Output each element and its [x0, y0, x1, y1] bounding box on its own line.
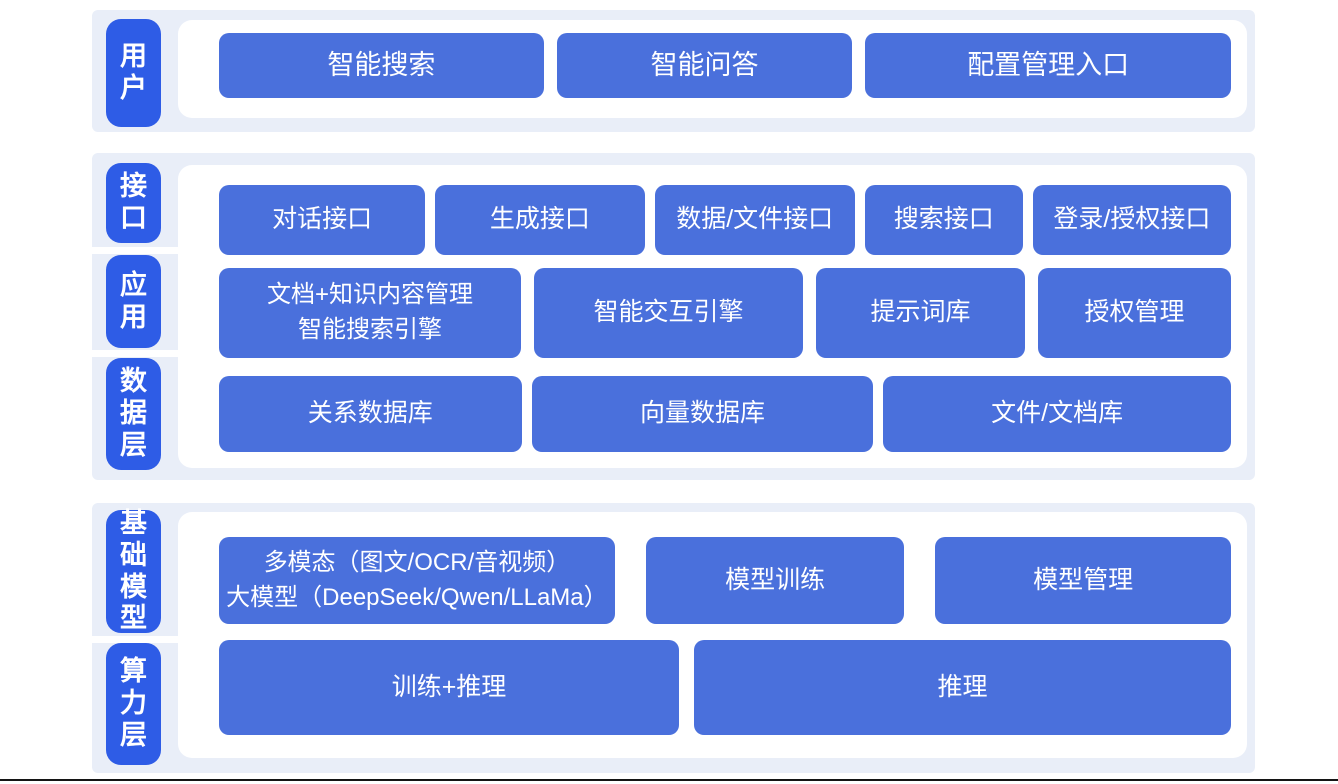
box-config-management-entry-text: 配置管理入口	[967, 50, 1130, 81]
box-generation-api-text: 生成接口	[489, 205, 590, 234]
label-application-text: 应用	[120, 269, 147, 332]
box-authorization-management-text: 授权管理	[1084, 298, 1185, 327]
box-prompt-library: 提示词库	[816, 268, 1025, 358]
row-applications: 文档+知识内容管理 智能搜索引擎 智能交互引擎 提示词库 授权管理	[219, 268, 1231, 358]
label-interface: 接口	[106, 163, 161, 243]
box-training-inference-text: 训练+推理	[391, 672, 507, 701]
box-authorization-management: 授权管理	[1038, 268, 1231, 358]
box-data-file-api: 数据/文件接口	[654, 185, 855, 255]
box-vector-database: 向量数据库	[531, 376, 874, 452]
label-compute-layer: 算力层	[106, 643, 161, 765]
panel-interface-application-data: 对话接口 生成接口 数据/文件接口 搜索接口 登录/授权接口 文档+知识内容管理…	[178, 165, 1247, 468]
panel-user-layer: 智能搜索 智能问答 配置管理入口	[178, 20, 1247, 118]
row-divider	[92, 636, 178, 643]
box-login-auth-api-text: 登录/授权接口	[1053, 205, 1211, 234]
box-file-document-store: 文件/文档库	[883, 376, 1231, 452]
section-user-layer: 用户 智能搜索 智能问答 配置管理入口	[92, 10, 1255, 132]
bottom-border-line	[0, 779, 1338, 781]
row-interfaces: 对话接口 生成接口 数据/文件接口 搜索接口 登录/授权接口	[219, 185, 1231, 255]
label-foundation-model: 基础模型	[106, 507, 161, 634]
box-intelligent-interaction-engine-text: 智能交互引擎	[593, 298, 744, 327]
box-model-management-text: 模型管理	[1033, 565, 1134, 594]
box-data-file-api-text: 数据/文件接口	[676, 205, 834, 234]
box-dialog-api: 对话接口	[219, 185, 426, 255]
section-interface-application-data: 接口 应用 数据层 对话接口 生成接口 数据/文件接口 搜索接口	[92, 153, 1255, 480]
box-search-api: 搜索接口	[864, 185, 1023, 255]
panel-foundation-model-compute: 多模态（图文/OCR/音视频） 大模型（DeepSeek/Qwen/LLaMa）…	[178, 512, 1247, 758]
box-dialog-api-text: 对话接口	[272, 205, 373, 234]
box-login-auth-api: 登录/授权接口	[1032, 185, 1231, 255]
label-interface-text: 接口	[120, 171, 147, 233]
box-config-management-entry: 配置管理入口	[865, 33, 1231, 98]
label-compute-layer-text: 算力层	[120, 656, 147, 750]
row-divider	[92, 247, 178, 254]
box-relational-database-text: 关系数据库	[307, 399, 433, 428]
box-smart-qa-text: 智能问答	[650, 50, 759, 81]
box-doc-knowledge-mgmt-search-engine-text: 文档+知识内容管理 智能搜索引擎	[266, 281, 473, 343]
box-multimodal-llm: 多模态（图文/OCR/音视频） 大模型（DeepSeek/Qwen/LLaMa）	[219, 537, 615, 624]
box-vector-database-text: 向量数据库	[639, 399, 765, 428]
row-data-stores: 关系数据库 向量数据库 文件/文档库	[219, 376, 1231, 452]
label-user: 用户	[106, 19, 161, 127]
box-relational-database: 关系数据库	[219, 376, 522, 452]
box-multimodal-llm-text: 多模态（图文/OCR/音视频） 大模型（DeepSeek/Qwen/LLaMa）	[226, 548, 608, 611]
box-model-training: 模型训练	[645, 537, 905, 624]
box-smart-search: 智能搜索	[219, 33, 544, 98]
box-prompt-library-text: 提示词库	[870, 298, 971, 327]
label-application: 应用	[106, 255, 161, 348]
box-smart-qa: 智能问答	[556, 33, 853, 98]
label-data-layer: 数据层	[106, 358, 161, 470]
box-model-training-text: 模型训练	[725, 565, 826, 594]
row-models: 多模态（图文/OCR/音视频） 大模型（DeepSeek/Qwen/LLaMa）…	[219, 537, 1231, 624]
box-smart-search-text: 智能搜索	[327, 50, 436, 81]
section-foundation-model-compute: 基础模型 算力层 多模态（图文/OCR/音视频） 大模型（DeepSeek/Qw…	[92, 503, 1255, 773]
box-doc-knowledge-mgmt-search-engine: 文档+知识内容管理 智能搜索引擎	[219, 268, 521, 358]
row-user-entries: 智能搜索 智能问答 配置管理入口	[219, 33, 1231, 98]
box-file-document-store-text: 文件/文档库	[991, 399, 1124, 428]
row-compute: 训练+推理 推理	[219, 640, 1231, 735]
box-intelligent-interaction-engine: 智能交互引擎	[534, 268, 803, 358]
box-training-inference: 训练+推理	[219, 640, 679, 735]
box-model-management: 模型管理	[935, 537, 1231, 624]
box-search-api-text: 搜索接口	[893, 205, 994, 234]
label-data-layer-text: 数据层	[120, 366, 147, 460]
box-generation-api: 生成接口	[435, 185, 645, 255]
label-user-text: 用户	[120, 41, 147, 103]
box-inference: 推理	[694, 640, 1231, 735]
row-divider	[92, 350, 178, 357]
box-inference-text: 推理	[937, 672, 988, 701]
label-foundation-model-text: 基础模型	[120, 507, 147, 634]
